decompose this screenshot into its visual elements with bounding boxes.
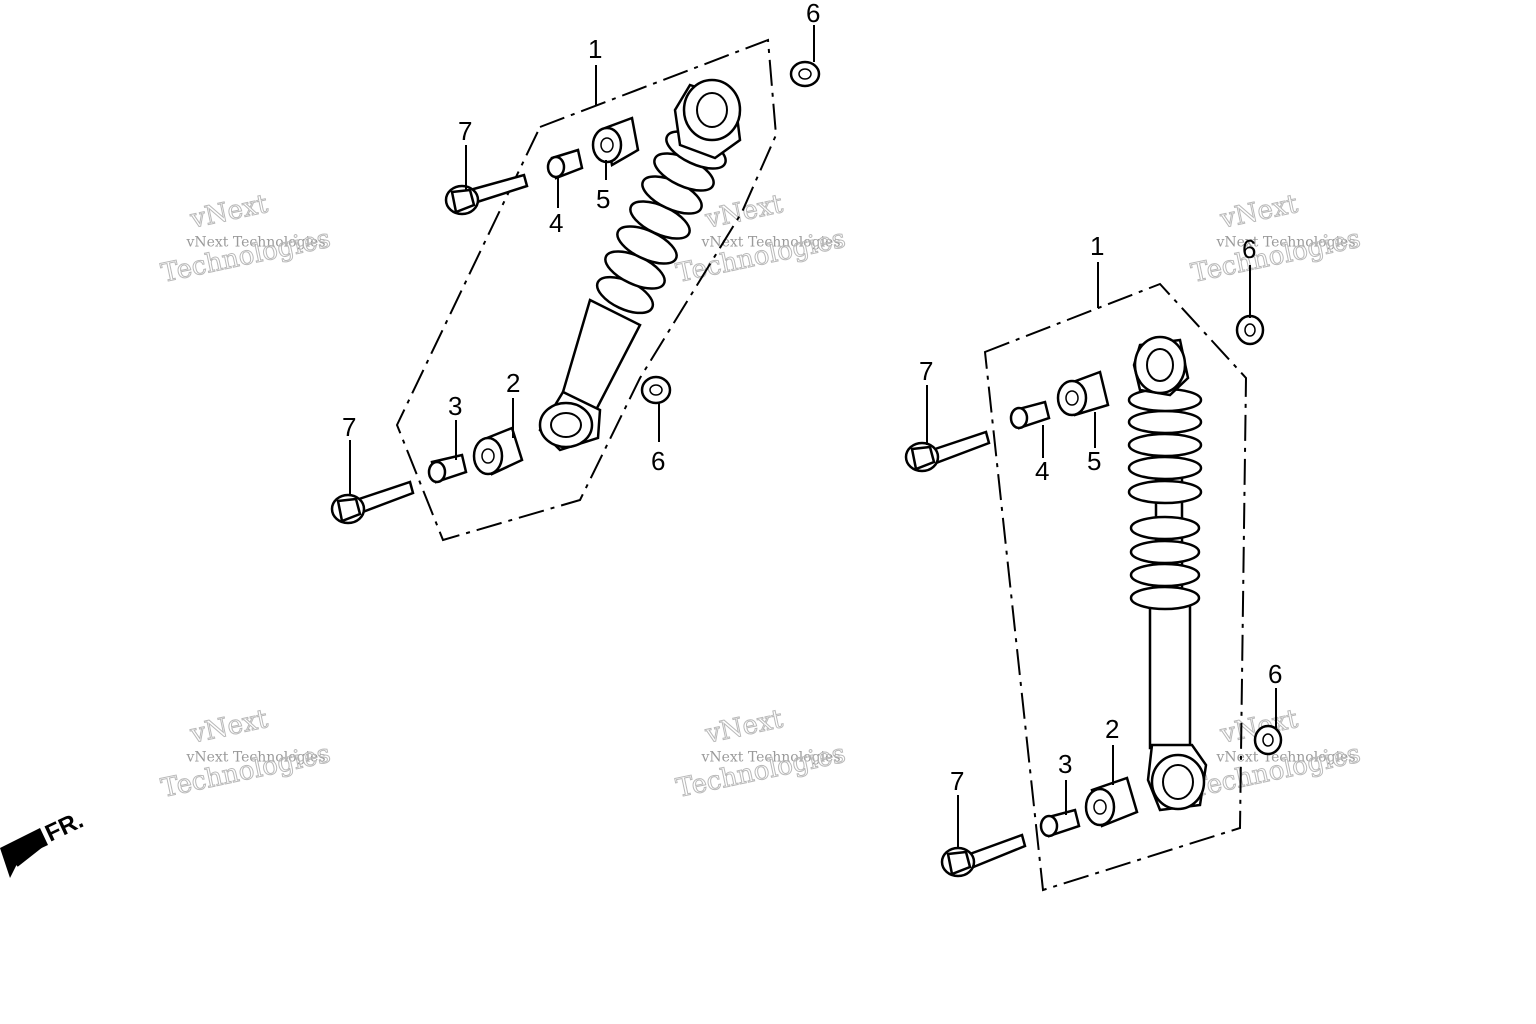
flange-bolt-icon[interactable] [904, 430, 991, 473]
callout-label: 7 [342, 412, 356, 442]
shock-absorber-icon[interactable] [538, 78, 742, 452]
assembly-boundary [395, 38, 778, 542]
callout-label: 2 [1105, 714, 1119, 744]
left-shock-assembly: 1 2 3 4 5 6 6 7 7 [330, 0, 821, 542]
flange-bolt-icon[interactable] [444, 173, 529, 216]
callout-label: 1 [588, 34, 602, 64]
collar-icon[interactable] [1009, 400, 1051, 430]
callout-label: 7 [458, 116, 472, 146]
flange-bolt-icon[interactable] [330, 480, 415, 525]
callout-label: 7 [919, 356, 933, 386]
flange-bolt-icon[interactable] [940, 833, 1027, 878]
bushing-icon[interactable] [472, 426, 524, 476]
shock-absorber-icon[interactable] [1127, 335, 1208, 812]
watermark-sub: vNext Technologies [185, 235, 325, 251]
collar-icon[interactable] [1039, 808, 1081, 838]
callout-label: 5 [1087, 446, 1101, 476]
watermark-word: vNext [702, 704, 786, 750]
callout-label: 6 [1242, 234, 1256, 264]
flange-nut-icon[interactable] [789, 60, 821, 88]
right-shock-assembly: 1 2 3 4 5 6 6 7 7 [904, 231, 1283, 892]
callout-label: 6 [806, 0, 820, 28]
callout-label: 6 [1268, 659, 1282, 689]
watermark-3: vNext vNext Technologies Technologies [1188, 189, 1364, 290]
watermark-word: vNext [702, 189, 786, 235]
callout-label: 2 [506, 368, 520, 398]
front-arrow-icon [0, 828, 48, 878]
watermark-sub: vNext Technologies [1215, 750, 1355, 766]
bushing-icon[interactable] [591, 116, 640, 167]
watermark-1: vNext vNext Technologies Technologies [158, 189, 334, 290]
front-direction-indicator: FR. [0, 807, 88, 878]
front-label: FR. [41, 807, 87, 848]
collar-icon[interactable] [427, 453, 468, 484]
callout-label: 1 [1090, 231, 1104, 261]
callout-label: 3 [1058, 749, 1072, 779]
callout-label: 5 [596, 184, 610, 214]
watermark-sub: vNext Technologies [700, 235, 840, 251]
flange-nut-icon[interactable] [640, 375, 672, 405]
callout-label: 3 [448, 391, 462, 421]
watermark-word: vNext [187, 704, 271, 750]
watermark-word: vNext [187, 189, 271, 235]
collar-icon[interactable] [546, 148, 584, 180]
watermark-word: vNext [1217, 189, 1301, 235]
callout-label: 6 [651, 446, 665, 476]
assembly-boundary [983, 282, 1248, 892]
flange-nut-icon[interactable] [1253, 724, 1283, 756]
watermark-sub: vNext Technologies [700, 750, 840, 766]
watermark-sub: vNext Technologies [1215, 235, 1355, 251]
watermark-4: vNext vNext Technologies Technologies [158, 704, 334, 805]
callout-label: 4 [549, 208, 563, 238]
watermark-sub: vNext Technologies [185, 750, 325, 766]
callout-label: 4 [1035, 456, 1049, 486]
flange-nut-icon[interactable] [1235, 314, 1265, 346]
callout-label: 7 [950, 766, 964, 796]
bushing-icon[interactable] [1084, 776, 1139, 828]
bushing-icon[interactable] [1056, 370, 1110, 417]
watermark-5: vNext vNext Technologies Technologies [673, 704, 849, 805]
